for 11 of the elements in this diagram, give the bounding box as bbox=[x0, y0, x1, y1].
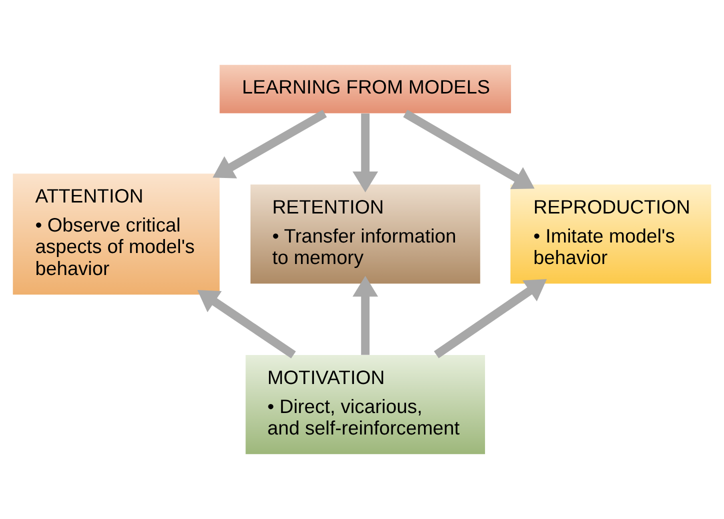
node-box: LEARNING FROM MODELS bbox=[220, 64, 512, 114]
node-box: REPRODUCTION • Imitate model's behavior bbox=[510, 184, 712, 284]
arrow bbox=[403, 110, 535, 190]
arrow bbox=[352, 276, 378, 355]
node-box: RETENTION • Transfer information to memory bbox=[250, 184, 480, 284]
arrow bbox=[434, 279, 547, 358]
node-box: ATTENTION • Observe critical aspects of model's behavior bbox=[12, 174, 220, 295]
arrow bbox=[197, 290, 296, 358]
node-box: MOTIVATION • Direct, vicarious, and self-reinforcement bbox=[246, 355, 486, 454]
arrow bbox=[352, 113, 378, 192]
arrow bbox=[212, 110, 327, 178]
